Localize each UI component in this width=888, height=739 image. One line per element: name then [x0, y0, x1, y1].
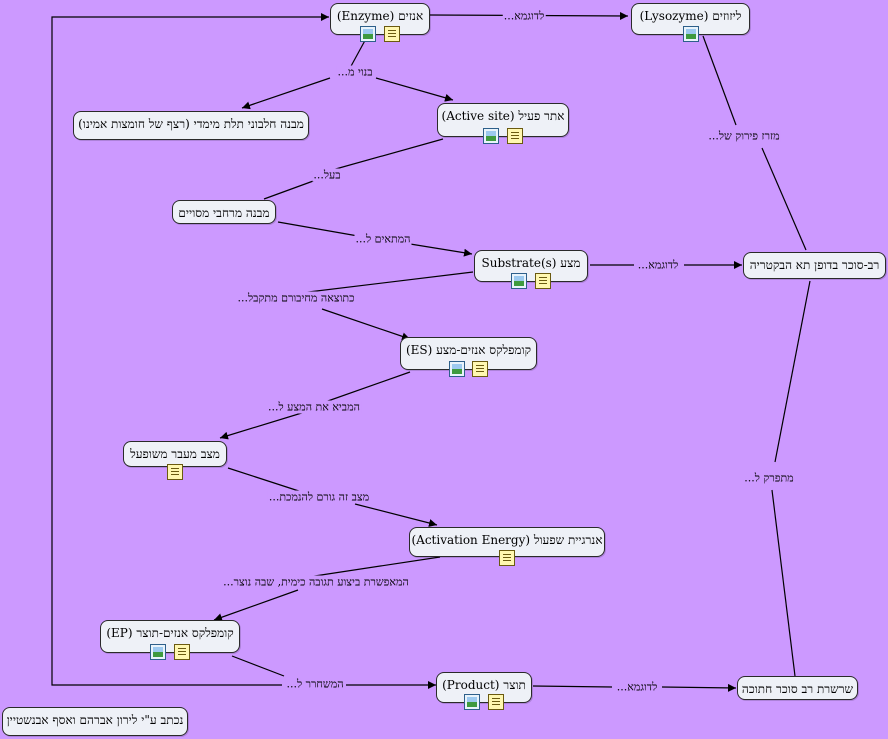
concept-enzyme[interactable]: אנזים (Enzyme) — [330, 3, 430, 42]
concept-label: מבנה חלבוני תלת מימדי (רצף של חומצות אמי… — [78, 117, 304, 131]
link-spatial-fits — [277, 221, 359, 237]
link-substrate-result — [299, 271, 474, 294]
link-label-has[interactable]: בעל... — [312, 168, 342, 182]
image-icon[interactable] — [150, 644, 167, 660]
note-icon[interactable] — [472, 361, 489, 377]
concept-bacteria-cell-wall[interactable]: רב-סוכר בדופן תא הבקטריה — [743, 252, 886, 279]
link-transition-causes — [227, 467, 306, 494]
note-icon[interactable] — [173, 644, 190, 660]
credit-label: נכתב ע"י לירון אברהם ואסף אבנשטיין — [6, 713, 184, 727]
concept-label: אנזים (Enzyme) — [336, 9, 424, 23]
link-activation-enables — [307, 556, 441, 578]
concept-label: אנרגיית שפעול (Activation Energy) — [411, 533, 603, 547]
link-enables-ep — [213, 589, 299, 622]
image-icon[interactable] — [682, 26, 699, 42]
link-es-brings — [324, 371, 411, 403]
link-built-activesite — [375, 77, 454, 102]
link-lysozyme-acc — [702, 35, 737, 126]
note-icon[interactable] — [534, 273, 551, 289]
link-product-ex — [532, 685, 613, 688]
concept-label: מצע (Substrate(s — [481, 256, 581, 270]
concept-label: שרשרת רב סוכר חתוכה — [741, 682, 854, 696]
link-acc-bacteria — [761, 147, 807, 251]
credit-note[interactable]: נכתב ע"י לירון אברהם ואסף אבנשטיין — [2, 707, 188, 736]
image-icon[interactable] — [511, 273, 528, 289]
note-icon[interactable] — [167, 464, 183, 480]
link-label-brings-substrate[interactable]: המביא את המצע ל... — [267, 400, 361, 414]
note-icon[interactable] — [487, 694, 504, 710]
link-label-for-example[interactable]: לדוגמא... — [636, 258, 680, 272]
link-result-es — [321, 308, 411, 341]
image-icon[interactable] — [448, 361, 465, 377]
concept-label: מצב מעבר משופעל — [130, 447, 220, 461]
link-label-for-example[interactable]: לדוגמא... — [615, 680, 659, 694]
link-has-spatial — [263, 179, 317, 200]
concept-label: תוצר (Product) — [442, 678, 526, 692]
concept-substrate[interactable]: מצע (Substrate(s — [474, 250, 588, 289]
link-label-state-causes[interactable]: מצב זה גורם להנמכת... — [267, 490, 371, 504]
link-causes-activation — [354, 503, 438, 527]
concept-label: קומפלקס אנזים-מצע (ES) — [405, 343, 532, 357]
concept-spatial-structure[interactable]: מבנה מרחבי מסויים — [172, 200, 276, 224]
link-label-releases[interactable]: המשחרר ל... — [285, 677, 345, 691]
link-label-accelerates-breakdown[interactable]: מזרז פירוק של... — [707, 129, 781, 143]
image-icon[interactable] — [360, 26, 377, 42]
link-ep-releases — [231, 655, 285, 677]
concept-short-chain[interactable]: שרשרת רב סוכר חתוכה — [737, 676, 858, 700]
link-activesite-has — [331, 138, 444, 171]
link-brings-transition — [219, 411, 306, 440]
link-label-for-example[interactable]: לדוגמא... — [502, 9, 546, 23]
link-label-result-of-binding[interactable]: כתוצאה מחיבורם מתקבל... — [236, 291, 356, 305]
link-built-protein — [241, 77, 331, 110]
link-label-enables-reaction[interactable]: המאפשרת ביצוע תגובה כימית, שבה נוצר... — [222, 575, 410, 589]
concept-label: מבנה מרחבי מסויים — [178, 206, 270, 220]
concept-es-complex[interactable]: קומפלקס אנזים-מצע (ES) — [400, 337, 537, 377]
concept-label: קומפלקס אנזים-תוצר (EP) — [106, 626, 234, 640]
link-label-built-from[interactable]: בנוי מ... — [336, 65, 374, 79]
link-fits-substrate — [403, 242, 473, 257]
link-releases-enzyme — [51, 13, 329, 686]
link-label-breaks-into[interactable]: מתפרק ל... — [743, 471, 795, 485]
concept-label: אתר פעיל (Active site) — [441, 109, 565, 123]
concept-protein-structure[interactable]: מבנה חלבוני תלת מימדי (רצף של חומצות אמי… — [73, 111, 309, 140]
concept-product[interactable]: תוצר (Product) — [436, 672, 532, 710]
link-ex-shortchain — [661, 683, 737, 692]
link-label-fits-to[interactable]: המתאים ל... — [354, 232, 412, 246]
note-icon[interactable] — [499, 550, 515, 566]
link-bacteria-breaks — [774, 280, 811, 463]
concept-ep-complex[interactable]: קומפלקס אנזים-תוצר (EP) — [100, 620, 240, 660]
image-icon[interactable] — [483, 128, 500, 144]
concept-lysozyme[interactable]: ליזוזים (Lysozyme) — [631, 3, 750, 42]
concept-activation-energy[interactable]: אנרגיית שפעול (Activation Energy) — [409, 527, 605, 566]
concept-label: רב-סוכר בדופן תא הבקטריה — [749, 258, 880, 272]
concept-label: ליזוזים (Lysozyme) — [639, 9, 742, 23]
note-icon[interactable] — [506, 128, 523, 144]
note-icon[interactable] — [383, 26, 400, 42]
concept-active-site[interactable]: אתר פעיל (Active site) — [437, 103, 569, 144]
link-breaks-shortchain — [771, 489, 796, 677]
image-icon[interactable] — [464, 694, 481, 710]
concept-transition-state[interactable]: מצב מעבר משופעל — [123, 441, 227, 480]
